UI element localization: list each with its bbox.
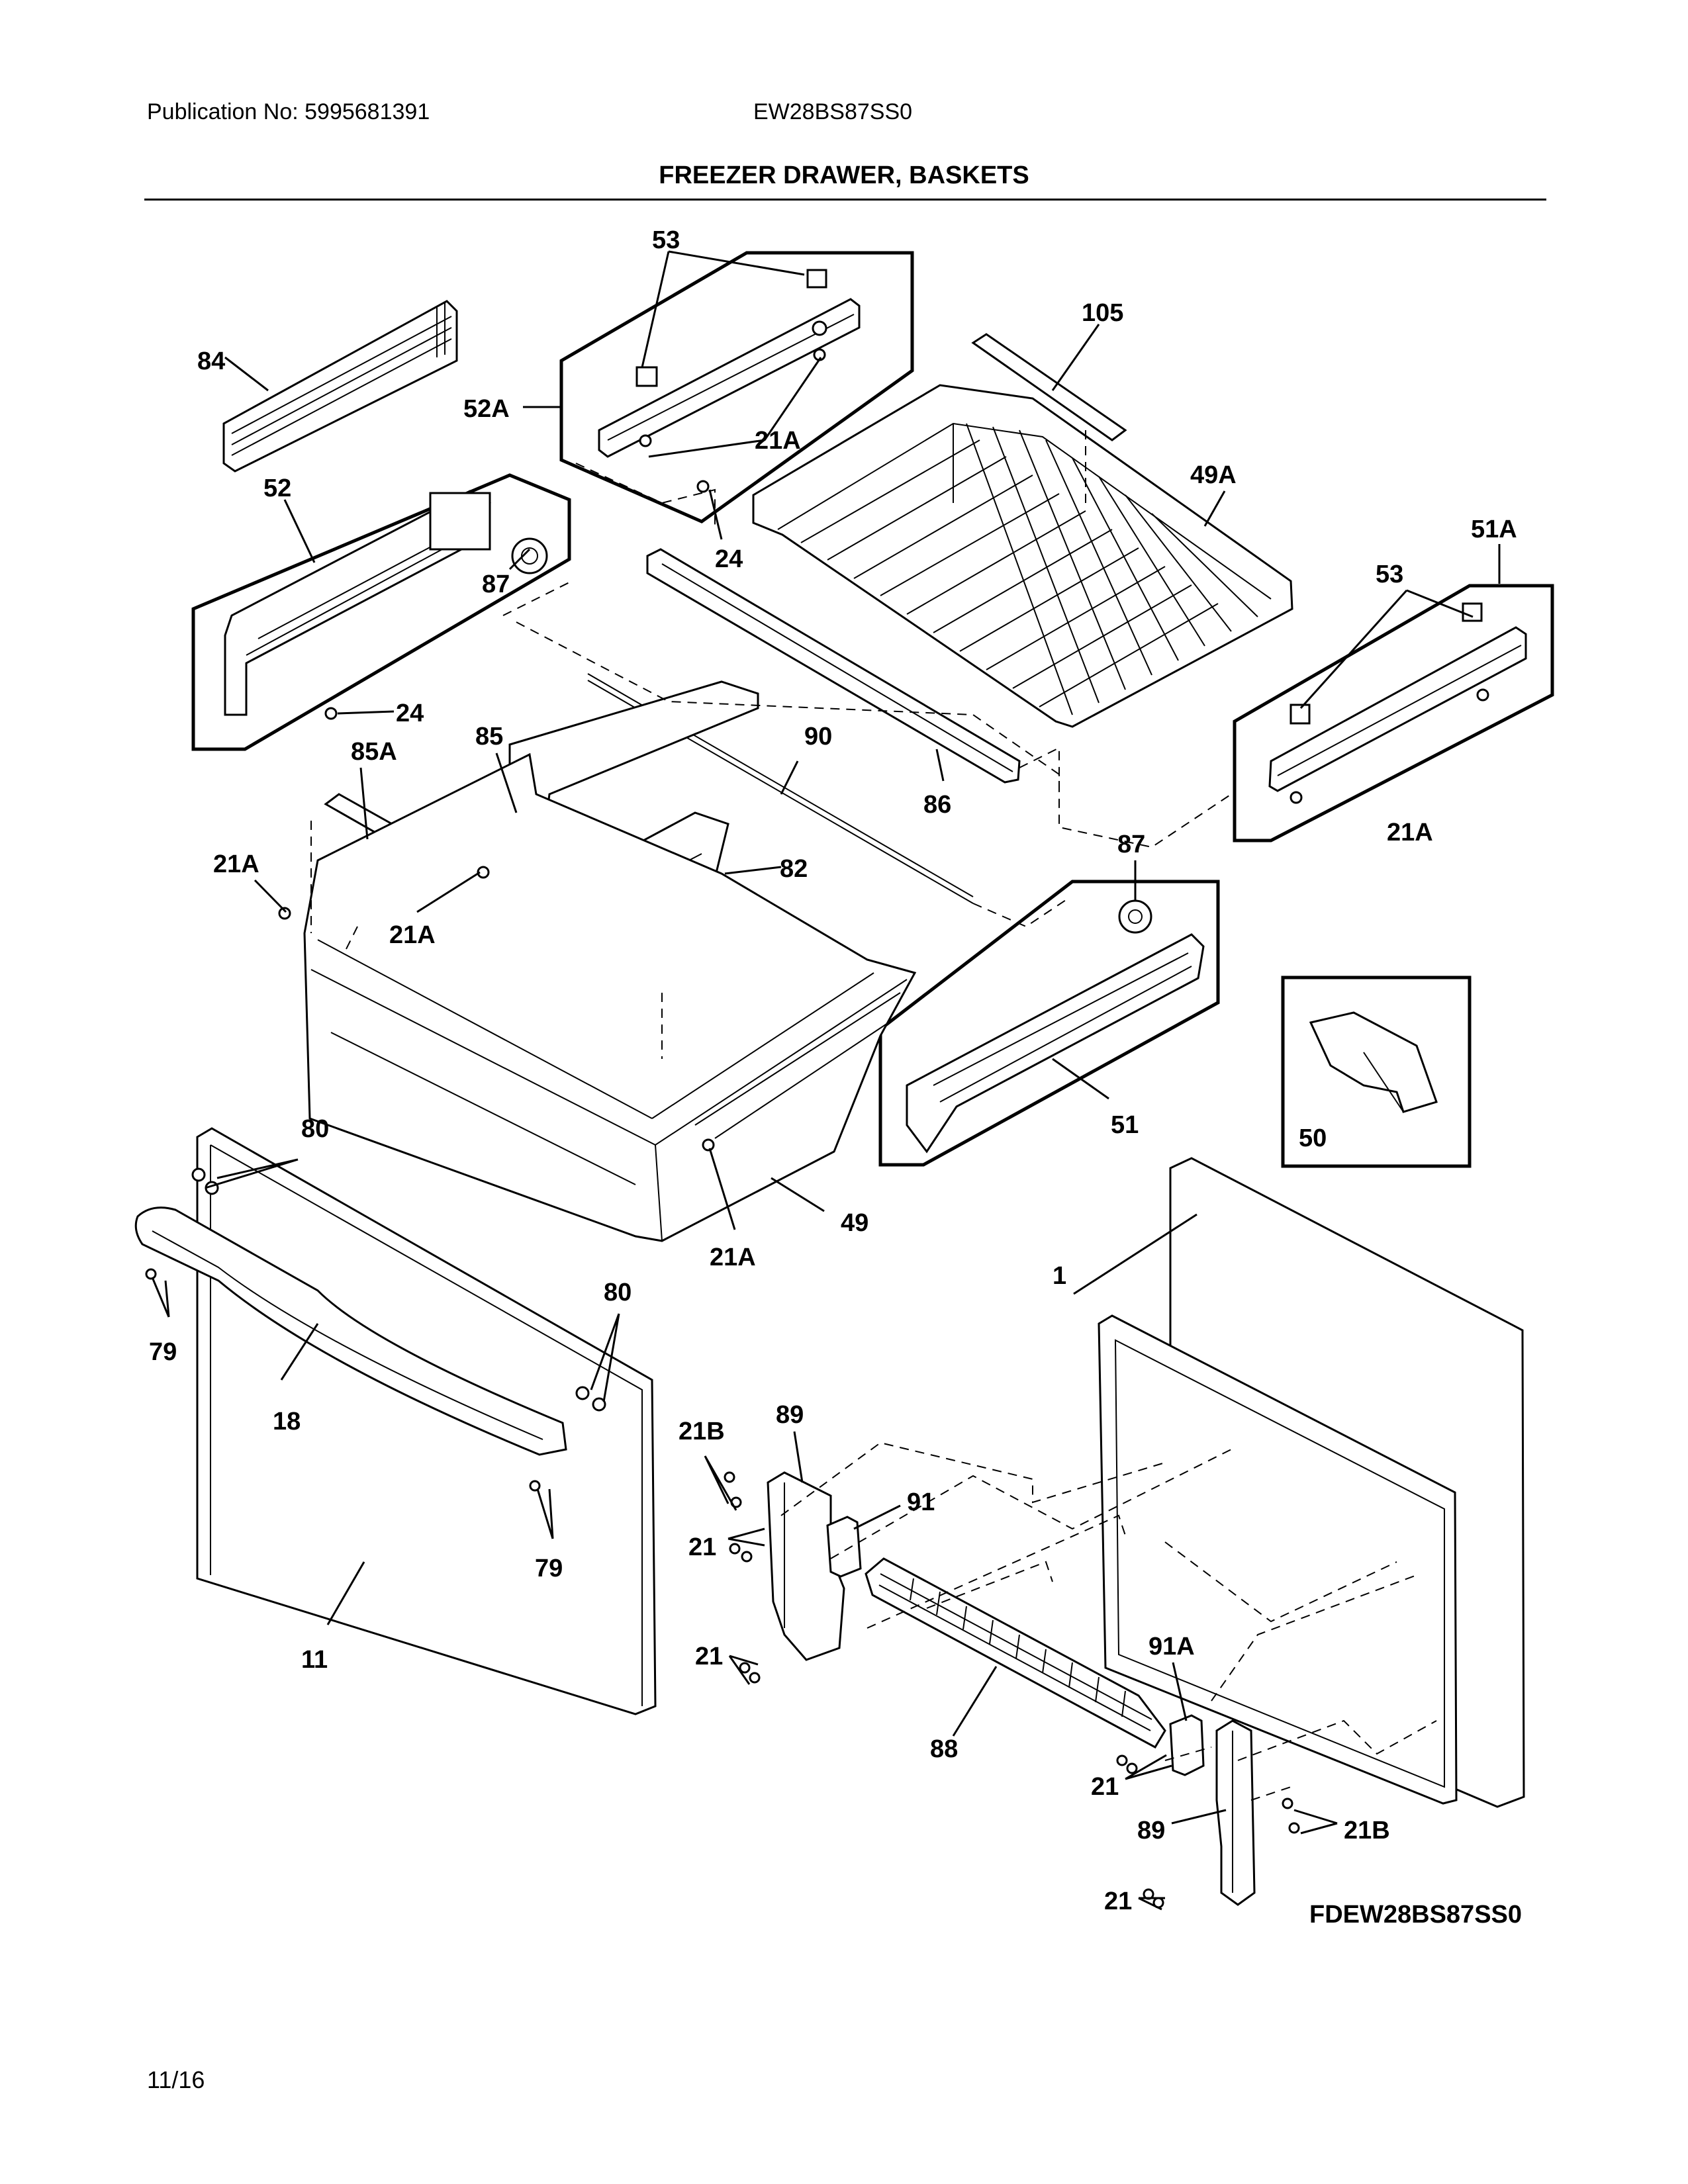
- label-84: 84: [197, 347, 225, 375]
- part-labels: 53 84 52A 21A 105 52 24 49A 51A 53 87 24…: [149, 226, 1517, 1915]
- label-91a: 91A: [1149, 1633, 1195, 1661]
- part-1-gasket: [1098, 1157, 1525, 1808]
- label-80: 80: [301, 1115, 329, 1143]
- group-box-51a: [1233, 584, 1554, 842]
- label-49a: 49A: [1190, 461, 1237, 489]
- label-89: 89: [1137, 1817, 1165, 1844]
- label-51a: 51A: [1471, 516, 1517, 543]
- group-box-50: [1281, 976, 1472, 1168]
- label-21a: 21A: [389, 921, 436, 949]
- part-52-rail: [224, 490, 548, 716]
- label-52a: 52A: [463, 395, 510, 423]
- label-21: 21: [1091, 1773, 1119, 1801]
- part-52a-rail: [598, 269, 861, 458]
- label-88: 88: [930, 1735, 958, 1763]
- part-11-drawer-front: [196, 1127, 657, 1715]
- label-80: 80: [604, 1279, 632, 1306]
- title-divider: [144, 199, 1546, 201]
- page-number: 11/16: [147, 2066, 205, 2093]
- label-82: 82: [780, 855, 808, 883]
- label-50: 50: [1299, 1124, 1327, 1152]
- label-90: 90: [804, 723, 832, 751]
- label-53: 53: [1376, 561, 1403, 588]
- label-24: 24: [715, 545, 743, 573]
- label-87: 87: [482, 570, 510, 598]
- label-21: 21: [688, 1533, 716, 1561]
- figure-code: FDEW28BS87SS0: [1309, 1901, 1523, 1929]
- label-86: 86: [923, 791, 951, 819]
- label-21: 21: [695, 1643, 723, 1670]
- label-49: 49: [841, 1209, 868, 1237]
- label-21b: 21B: [1344, 1817, 1390, 1844]
- label-79: 79: [535, 1555, 563, 1582]
- alignment-lines: [310, 430, 1437, 1801]
- label-53: 53: [652, 226, 680, 254]
- label-21b: 21B: [679, 1418, 725, 1445]
- leader-lines: [151, 250, 1501, 1911]
- publication-number: Publication No: 5995681391: [147, 99, 430, 124]
- label-21: 21: [1104, 1888, 1132, 1915]
- label-85: 85: [475, 723, 503, 751]
- part-51a-rail: [1268, 602, 1527, 792]
- model-number: EW28BS87SS0: [753, 99, 913, 124]
- group-box-52: [191, 473, 571, 751]
- part-89-bracket-right: [1215, 1719, 1256, 1906]
- label-21a: 21A: [710, 1244, 756, 1271]
- label-11: 11: [301, 1646, 328, 1674]
- part-91-bracket: [826, 1516, 862, 1578]
- part-51-rail: [906, 899, 1205, 1154]
- label-1: 1: [1053, 1262, 1066, 1290]
- label-85a: 85A: [351, 738, 397, 766]
- label-105: 105: [1082, 299, 1123, 327]
- label-24: 24: [396, 700, 424, 727]
- group-box-52a: [559, 251, 914, 523]
- part-89-bracket-left: [767, 1471, 845, 1661]
- label-79: 79: [149, 1338, 177, 1366]
- part-88-grille: [865, 1557, 1166, 1749]
- label-87: 87: [1117, 831, 1145, 858]
- label-21a: 21A: [1387, 819, 1433, 846]
- part-105-bar: [971, 333, 1127, 441]
- part-18-handle: [134, 1206, 567, 1456]
- part-84-grille: [222, 300, 458, 473]
- label-21a: 21A: [213, 850, 259, 878]
- part-49-freezer-drawer: [303, 752, 917, 1242]
- label-21a: 21A: [755, 427, 801, 455]
- part-91a-bracket: [1169, 1714, 1205, 1776]
- part-50-bracket: [1309, 1011, 1438, 1113]
- label-51: 51: [1111, 1111, 1139, 1139]
- label-52: 52: [263, 475, 291, 502]
- page-title: FREEZER DRAWER, BASKETS: [659, 161, 1029, 189]
- part-86-channel: [646, 548, 1021, 784]
- label-91: 91: [907, 1488, 935, 1516]
- label-89: 89: [776, 1401, 804, 1429]
- part-49a-wire-basket: [752, 384, 1293, 728]
- label-18: 18: [273, 1408, 301, 1435]
